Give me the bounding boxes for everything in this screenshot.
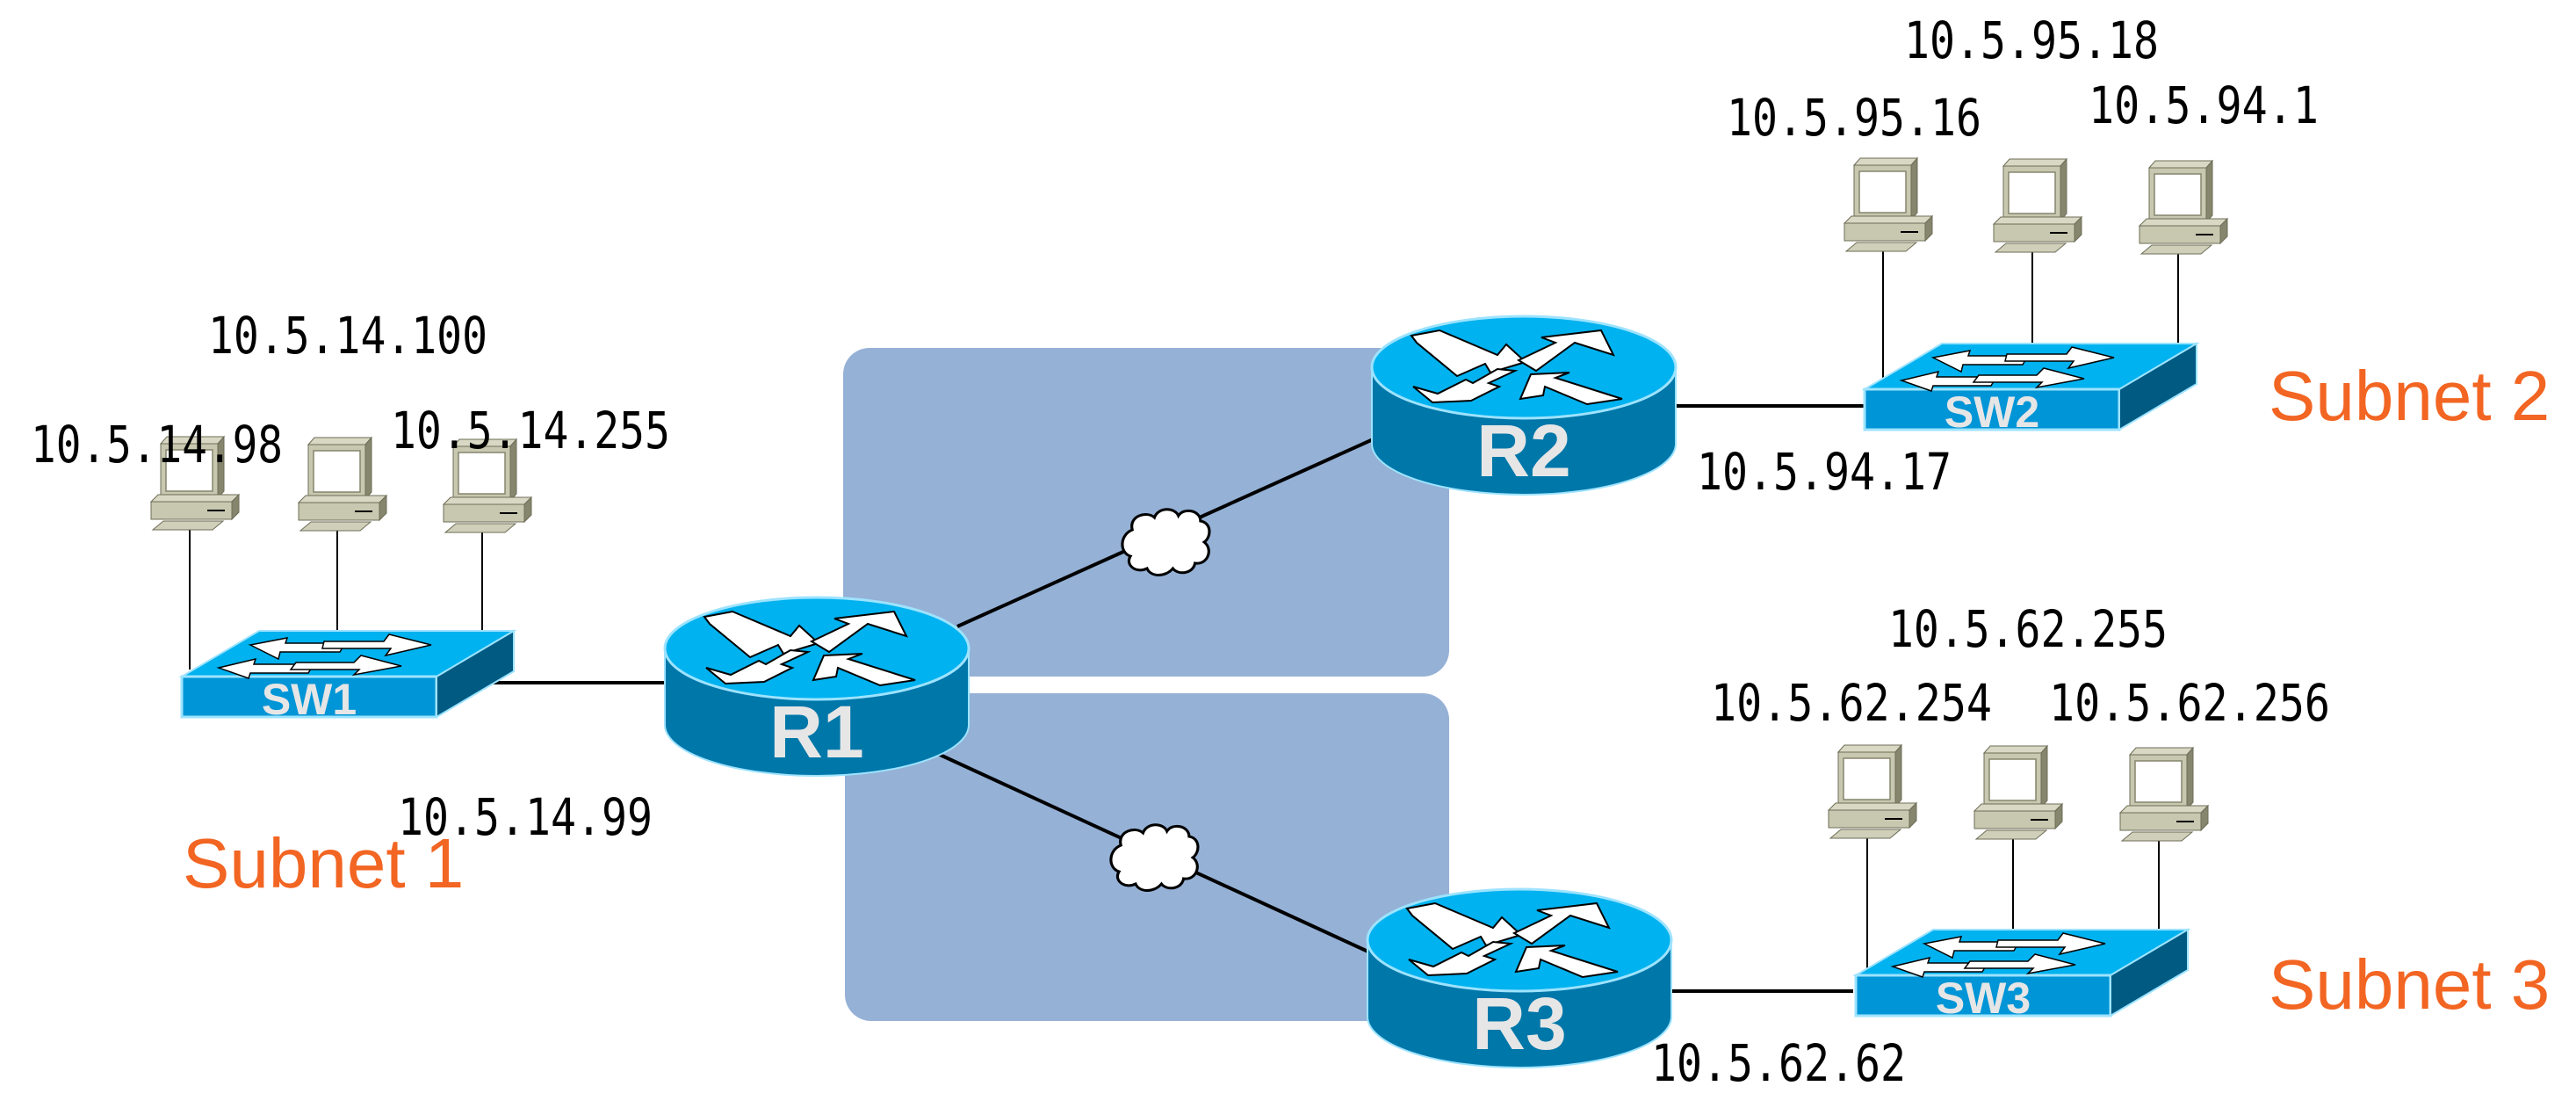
host-ip-label: 10.5.94.1 xyxy=(2089,76,2319,135)
pc-icon xyxy=(2139,160,2228,255)
switch-sw2: SW2 xyxy=(1863,342,2198,437)
wan-panel-r1-r2 xyxy=(843,348,1449,677)
switch-sw1: SW1 xyxy=(180,629,516,724)
router-interface-ip-label: 10.5.62.62 xyxy=(1651,1033,1906,1093)
subnet-label: Subnet 2 xyxy=(2269,357,2550,435)
host-ip-label: 10.5.95.16 xyxy=(1727,88,1981,148)
host-ip-label: 10.5.62.256 xyxy=(2049,673,2330,733)
host-ip-label: 10.5.62.255 xyxy=(1888,599,2168,659)
pc-icon xyxy=(298,437,387,532)
subnet-label: Subnet 3 xyxy=(2269,945,2550,1024)
router-label: R1 xyxy=(769,691,863,773)
subnet-label: Subnet 1 xyxy=(183,824,464,902)
router-interface-ip-label: 10.5.94.17 xyxy=(1697,442,1952,502)
pc-icon xyxy=(1973,745,2063,840)
router-r2: R2 xyxy=(1370,315,1678,496)
router-r3: R3 xyxy=(1366,887,1673,1069)
router-r1: R1 xyxy=(663,596,971,778)
switch-label: SW3 xyxy=(1936,974,2031,1023)
host-ip-label: 10.5.14.98 xyxy=(31,415,283,474)
switch-sw3: SW3 xyxy=(1854,928,2190,1023)
router-interface-ip-label: 10.5.14.99 xyxy=(398,787,653,847)
host-drop-lines xyxy=(189,251,2179,968)
router-label: R2 xyxy=(1476,409,1570,492)
pc-icon xyxy=(1828,744,1917,839)
pc-icon xyxy=(1844,157,1933,252)
pc-icon xyxy=(2119,747,2209,842)
host-ip-label: 10.5.95.18 xyxy=(1904,11,2159,70)
host-ip-label: 10.5.14.255 xyxy=(391,401,670,460)
router-label: R3 xyxy=(1472,982,1566,1065)
host-ip-label: 10.5.62.254 xyxy=(1711,673,1992,733)
switch-label: SW1 xyxy=(262,675,357,724)
host-ip-label: 10.5.14.100 xyxy=(208,306,487,366)
pc-icon xyxy=(1993,158,2082,253)
switch-label: SW2 xyxy=(1945,387,2039,437)
